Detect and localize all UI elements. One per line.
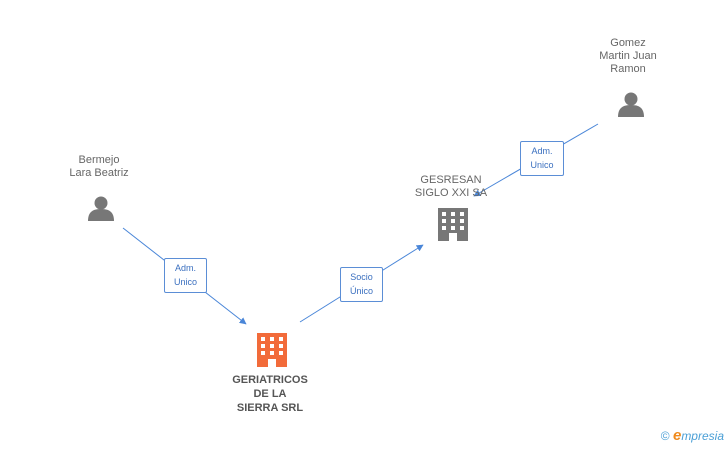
node-name-line: Martin Juan: [599, 50, 657, 62]
relation-line: Socio: [350, 272, 373, 282]
person-icon[interactable]: [618, 92, 644, 118]
node-name-line: Lara Beatriz: [69, 167, 129, 179]
node-name-line: GESRESAN: [420, 174, 482, 186]
relation-line: Único: [349, 286, 373, 296]
brand-logo-text: mpresia: [681, 429, 724, 443]
main-building-icon[interactable]: [257, 333, 287, 367]
brand-logo-initial: e: [672, 427, 682, 444]
node-name-line: Gomez: [610, 37, 646, 49]
building-icon[interactable]: [438, 208, 468, 241]
relation-line: Unico: [530, 160, 554, 170]
node-label-gesresan[interactable]: GESRESAN SIGLO XXI SA: [415, 174, 487, 200]
node-label-geriatricos[interactable]: GERIATRICOS DE LA SIERRA SRL: [232, 373, 308, 415]
relation-line: Unico: [173, 277, 197, 287]
node-label-bermejo[interactable]: Bermejo Lara Beatriz: [69, 154, 128, 180]
relation-line: Adm.: [531, 146, 553, 156]
copyright-icon: ©: [660, 429, 670, 443]
empresia-watermark: © empresia: [661, 427, 724, 444]
relation-badge-adm-unico-gomez[interactable]: Adm. Unico: [520, 141, 564, 176]
person-icon[interactable]: [88, 196, 114, 222]
relation-badge-adm-unico[interactable]: Adm. Unico: [164, 258, 207, 293]
node-name-line: DE LA: [253, 388, 287, 400]
node-name-line: SIGLO XXI SA: [414, 187, 488, 199]
relation-line: Adm.: [174, 263, 196, 273]
node-name-line: Bermejo: [78, 154, 120, 166]
node-label-gomez[interactable]: Gomez Martin Juan Ramon: [599, 37, 656, 76]
node-name-line: Ramon: [610, 63, 646, 75]
relation-badge-socio-unico[interactable]: Socio Único: [340, 267, 383, 302]
node-name-line: GERIATRICOS: [232, 374, 308, 386]
node-name-line: SIERRA SRL: [236, 402, 304, 414]
